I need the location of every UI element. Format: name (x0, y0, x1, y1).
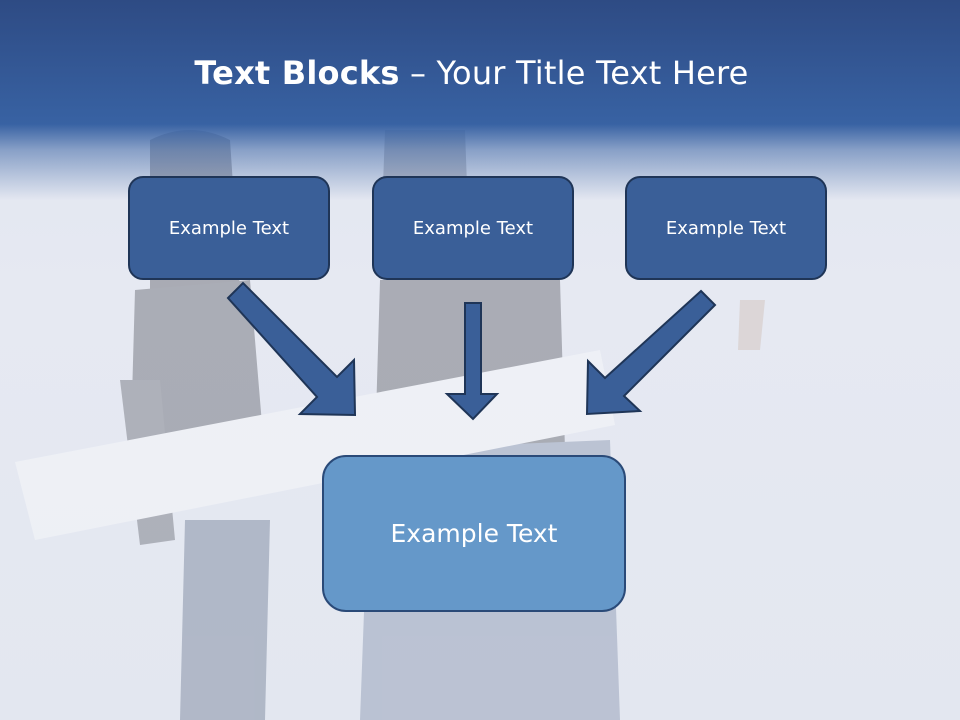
slide-title: Text Blocks – Your Title Text Here (0, 54, 943, 92)
text-block-center-label: Example Text (412, 217, 534, 239)
text-block-center[interactable]: Example Text (372, 176, 574, 280)
arrow-down-left-icon (585, 289, 717, 416)
title-bold: Text Blocks (194, 54, 400, 92)
text-block-bottom-label: Example Text (390, 519, 558, 548)
arrow-down-right-icon (226, 281, 357, 417)
arrow-down-icon (444, 302, 500, 421)
header-band (0, 0, 960, 200)
title-rest: – Your Title Text Here (409, 54, 749, 92)
text-block-bottom[interactable]: Example Text (322, 455, 626, 612)
text-block-left-label: Example Text (168, 217, 290, 239)
text-block-right-label: Example Text (665, 217, 787, 239)
text-block-right[interactable]: Example Text (625, 176, 827, 280)
text-block-left[interactable]: Example Text (128, 176, 330, 280)
